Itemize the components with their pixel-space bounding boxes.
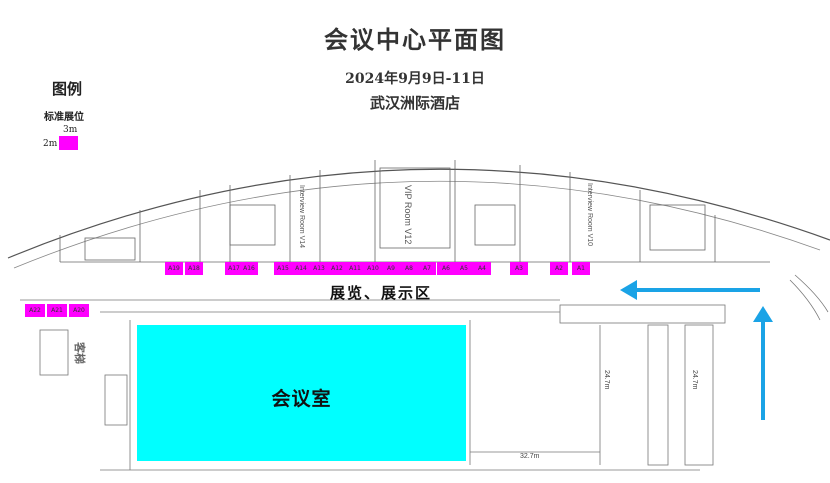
booth-a14[interactable]: A14	[292, 262, 310, 275]
booth-a21[interactable]: A21	[47, 304, 67, 317]
svg-text:VIP Room V12: VIP Room V12	[403, 185, 413, 244]
booth-a6[interactable]: A6	[437, 262, 455, 275]
booth-a10[interactable]: A10	[364, 262, 382, 275]
meeting-room-label: 会议室	[271, 388, 332, 410]
svg-text:24.7m: 24.7m	[603, 370, 610, 390]
booth-a12[interactable]: A12	[328, 262, 346, 275]
booth-a22[interactable]: A22	[25, 304, 45, 317]
booth-a5[interactable]: A5	[455, 262, 473, 275]
booth-a16[interactable]: A16	[240, 262, 258, 275]
event-date: 2024年9月9日-11日	[345, 71, 485, 87]
booth-a3[interactable]: A3	[510, 262, 528, 275]
booth-a1[interactable]: A1	[572, 262, 590, 275]
svg-text:Interview Room V14: Interview Room V14	[298, 185, 305, 248]
meeting-room-area[interactable]	[137, 325, 466, 461]
legend-booth-swatch	[59, 136, 78, 150]
legend-title: 图例	[52, 80, 83, 98]
legend-depth: 2m	[43, 139, 58, 149]
map-title: 会议中心平面图	[324, 26, 506, 54]
legend-width: 3m	[63, 125, 78, 135]
legend-label: 标准展位	[44, 112, 84, 123]
booth-a4[interactable]: A4	[473, 262, 491, 275]
booth-a11[interactable]: A11	[346, 262, 364, 275]
svg-text:Interview Room V10: Interview Room V10	[586, 183, 593, 246]
booth-a8[interactable]: A8	[400, 262, 418, 275]
booth-a2[interactable]: A2	[550, 262, 568, 275]
exhibition-area-label: 展览、展示区	[330, 284, 433, 302]
svg-text:32.7m: 32.7m	[520, 453, 540, 460]
svg-text:客梯: 客梯	[73, 341, 87, 364]
booth-a13[interactable]: A13	[310, 262, 328, 275]
svg-text:24.7m: 24.7m	[691, 370, 698, 390]
booth-a19[interactable]: A19	[165, 262, 183, 275]
booth-a15[interactable]: A15	[274, 262, 292, 275]
booth-a7[interactable]: A7	[418, 262, 436, 275]
booth-a17[interactable]: A17	[225, 262, 243, 275]
booth-a20[interactable]: A20	[69, 304, 89, 317]
booth-a18[interactable]: A18	[185, 262, 203, 275]
venue-name: 武汉洲际酒店	[369, 94, 460, 112]
booth-a9[interactable]: A9	[382, 262, 400, 275]
